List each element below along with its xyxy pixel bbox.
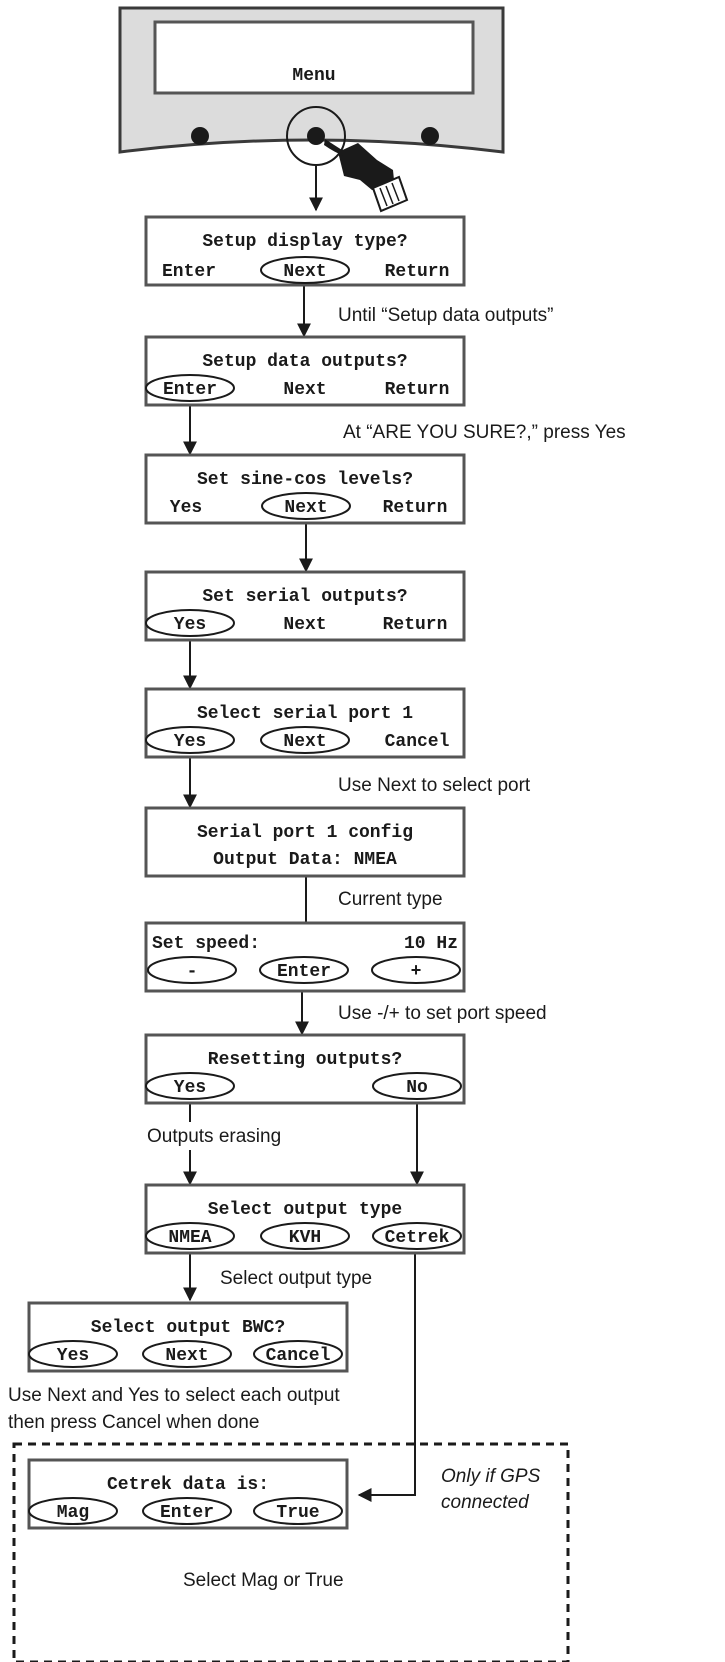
yes-button-highlight [145, 609, 235, 637]
yes-button[interactable]: Yes [170, 498, 202, 518]
next-button[interactable]: Next [283, 262, 326, 282]
screen-select-serial-port-1: Select serial port 1 Yes Next Cancel [144, 687, 466, 759]
screen-resetting-outputs: Resetting outputs? Yes No [144, 1033, 466, 1105]
return-button[interactable]: Return [385, 380, 450, 400]
output-data-value: Output Data: NMEA [213, 850, 397, 870]
cetrek-button[interactable]: Cetrek [385, 1228, 450, 1248]
next-button[interactable]: Next [283, 615, 326, 635]
screen-title: Resetting outputs? [208, 1050, 402, 1070]
next-button[interactable]: Next [283, 380, 326, 400]
screen-setup-display-type: Setup display type? Enter Next Return [144, 215, 466, 287]
yes-button[interactable]: Yes [174, 1078, 206, 1098]
note-select-mag-true: Select Mag or True [183, 1570, 344, 1591]
nmea-button-highlight [145, 1222, 235, 1250]
minus-button-highlight [147, 956, 237, 984]
next-button-highlight [261, 492, 351, 520]
yes-button-highlight [145, 1072, 235, 1100]
return-button[interactable]: Return [385, 262, 450, 282]
screen-set-sine-cos-levels: Set sine-cos levels? Yes Next Return [144, 453, 466, 525]
center-knob[interactable] [307, 127, 325, 145]
enter-button-highlight [259, 956, 349, 984]
no-button-highlight [372, 1072, 462, 1100]
annotations: Until “Setup data outputs” At “ARE YOU S… [8, 305, 626, 1591]
cancel-button[interactable]: Cancel [385, 732, 450, 752]
screen-title: Serial port 1 config [197, 823, 413, 843]
next-button-highlight [260, 256, 350, 284]
next-button[interactable]: Next [283, 732, 326, 752]
connectors [183, 166, 424, 1502]
plus-button[interactable]: + [411, 962, 422, 982]
note-are-you-sure: At “ARE YOU SURE?,” press Yes [343, 422, 626, 443]
screen-title: Set serial outputs? [202, 587, 407, 607]
device-display [153, 20, 475, 95]
screen-title: Set sine-cos levels? [197, 470, 413, 490]
speed-value: 10 Hz [404, 934, 458, 954]
screen-title: Setup display type? [202, 232, 407, 252]
yes-button-highlight [28, 1340, 118, 1368]
note-press-cancel: then press Cancel when done [8, 1412, 259, 1433]
screen-set-serial-outputs: Set serial outputs? Yes Next Return [144, 570, 466, 642]
enter-button[interactable]: Enter [160, 1503, 214, 1523]
next-button[interactable]: Next [165, 1346, 208, 1366]
note-current-type: Current type [338, 889, 443, 910]
device-display-text: Menu [292, 66, 335, 86]
speed-label: Set speed: [152, 934, 260, 954]
enter-button[interactable]: Enter [163, 380, 217, 400]
yes-button[interactable]: Yes [174, 615, 206, 635]
screen-select-output-type: Select output type NMEA KVH Cetrek [144, 1183, 466, 1255]
kvh-button[interactable]: KVH [289, 1228, 321, 1248]
no-button[interactable]: No [406, 1078, 428, 1098]
mag-button[interactable]: Mag [57, 1503, 89, 1523]
pointing-hand-icon [324, 139, 409, 213]
cancel-button[interactable]: Cancel [266, 1346, 331, 1366]
note-select-each-output: Use Next and Yes to select each output [8, 1385, 340, 1406]
screen-title: Select output BWC? [91, 1318, 285, 1338]
minus-button[interactable]: - [187, 962, 198, 982]
screen-select-output-bwc: Select output BWC? Yes Next Cancel [27, 1301, 349, 1373]
screen-title: Setup data outputs? [202, 352, 407, 372]
screen-serial-port-1-config: Serial port 1 config Output Data: NMEA [144, 806, 466, 878]
nmea-button[interactable]: NMEA [168, 1228, 211, 1248]
plus-button-highlight [371, 956, 461, 984]
yes-button[interactable]: Yes [57, 1346, 89, 1366]
cetrek-button-highlight [372, 1222, 462, 1250]
screen-setup-data-outputs: Setup data outputs? Enter Next Return [144, 335, 466, 407]
note-connected: connected [441, 1492, 530, 1513]
note-until-setup-data-outputs: Until “Setup data outputs” [338, 305, 553, 326]
screen-title: Select output type [208, 1200, 402, 1220]
next-button[interactable]: Next [284, 498, 327, 518]
screen-set-speed: Set speed: 10 Hz - Enter + [144, 921, 466, 993]
screen-title: Cetrek data is: [107, 1475, 269, 1495]
next-button-highlight [260, 726, 350, 754]
note-use-next-port: Use Next to select port [338, 775, 531, 796]
enter-button[interactable]: Enter [277, 962, 331, 982]
return-button[interactable]: Return [383, 498, 448, 518]
enter-button-highlight [142, 1497, 232, 1525]
note-outputs-erasing: Outputs erasing [147, 1126, 281, 1147]
true-button-highlight [253, 1497, 343, 1525]
right-knob[interactable] [421, 127, 439, 145]
enter-button-highlight [145, 374, 235, 402]
true-button[interactable]: True [276, 1503, 319, 1523]
mag-button-highlight [28, 1497, 118, 1525]
screen-cetrek-data-is: Cetrek data is: Mag Enter True [27, 1458, 349, 1530]
return-button[interactable]: Return [383, 615, 448, 635]
screen-title: Select serial port 1 [197, 704, 413, 724]
left-knob[interactable] [191, 127, 209, 145]
cancel-button-highlight [253, 1340, 343, 1368]
next-button-highlight [142, 1340, 232, 1368]
yes-button[interactable]: Yes [174, 732, 206, 752]
note-select-output-type: Select output type [220, 1268, 372, 1289]
kvh-button-highlight [260, 1222, 350, 1250]
center-knob-highlight [286, 106, 346, 166]
note-only-if-gps: Only if GPS [441, 1466, 541, 1487]
note-set-port-speed: Use -/+ to set port speed [338, 1003, 547, 1024]
gps-only-region [12, 1442, 570, 1662]
device-panel: Menu [118, 6, 505, 213]
yes-button-highlight [145, 726, 235, 754]
enter-button[interactable]: Enter [162, 262, 216, 282]
